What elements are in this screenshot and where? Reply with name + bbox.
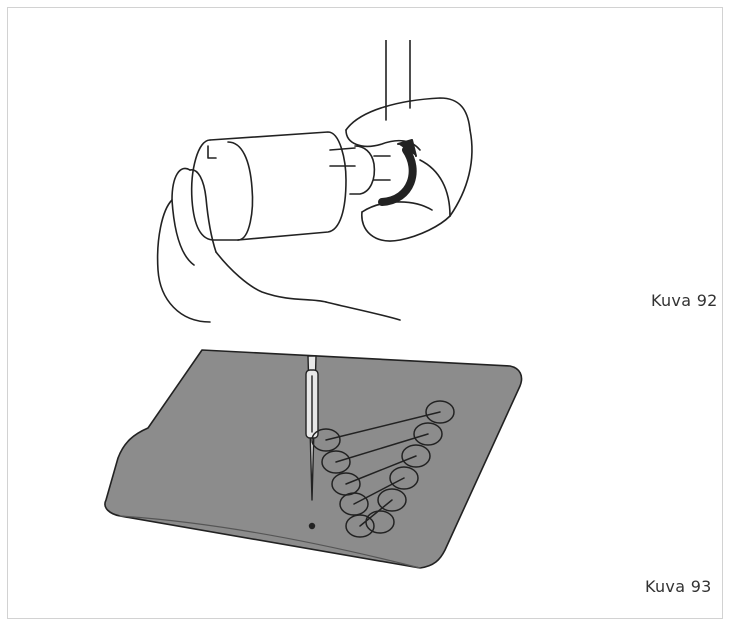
bobbin-insert-illustration-icon (156, 40, 473, 323)
figure-92-caption: Kuva 92 (651, 291, 718, 310)
fabric-stitch-illustration-icon (104, 349, 523, 569)
figure-93-caption: Kuva 93 (645, 577, 712, 596)
page-frame (7, 7, 723, 619)
